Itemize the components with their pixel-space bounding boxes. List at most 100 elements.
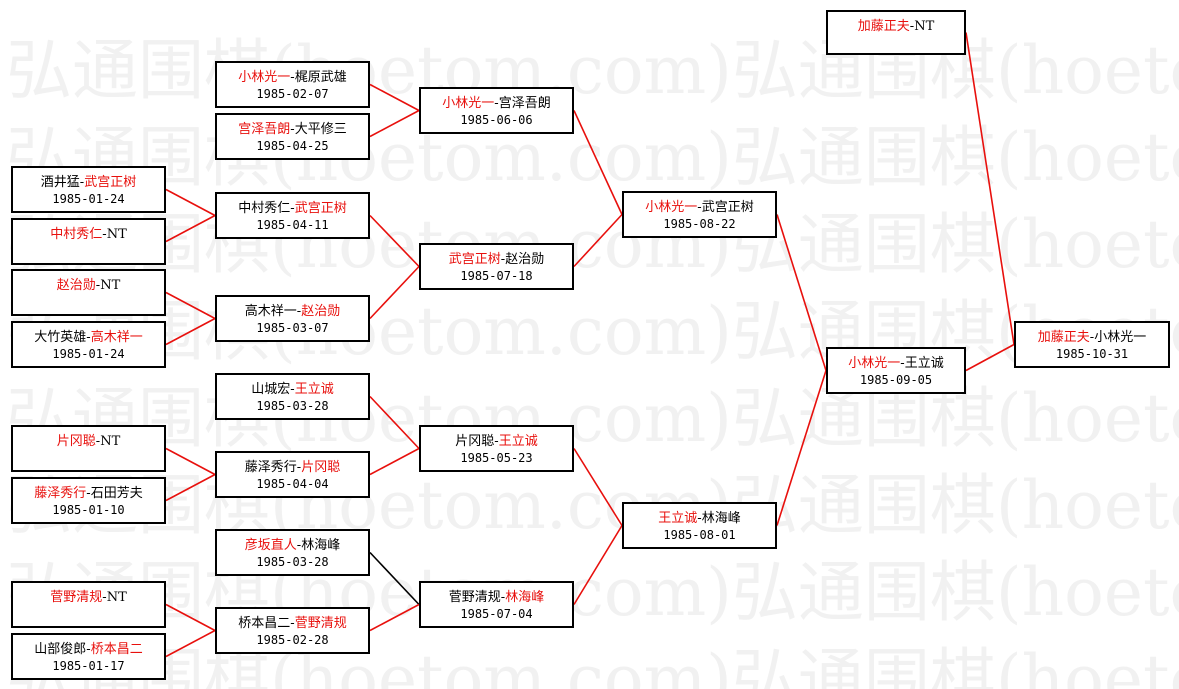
connector-line [369,395,420,450]
match-players: 加藤正夫-小林光一 [1016,329,1168,346]
player-2-name: NT [106,227,127,242]
match-box-m5[interactable]: 片冈聪-NT [11,425,166,472]
match-date: 1985-01-24 [52,192,125,206]
player-2-name: 武宫正树 [701,200,754,215]
connector-line [965,343,1015,372]
match-date: 1985-08-22 [663,217,736,231]
player-1-name: 藤泽秀行 [34,486,87,501]
match-box-m3[interactable]: 赵治勋-NT [11,269,166,316]
match-date: 1985-03-07 [256,321,329,335]
separator: - [95,434,101,449]
match-players: 中村秀仁-NT [13,226,164,243]
match-players: 酒井猛-武宫正树 [13,174,164,191]
connector-line [369,83,420,112]
player-2-name: 林海峰 [701,511,741,526]
player-2-name: 武宫正树 [84,175,137,190]
match-date: 1985-04-04 [256,477,329,491]
connector-line [776,370,827,526]
match-players: 片冈聪-王立诚 [421,433,572,450]
separator: - [494,434,499,449]
match-date: 1985-07-18 [460,269,533,283]
separator: - [697,200,702,215]
connector-line [573,448,623,526]
connector-line [776,214,827,371]
match-players: 加藤正夫-NT [828,18,964,35]
separator: - [296,460,302,475]
player-1-name: 武宫正树 [448,252,501,267]
connector-line [369,603,420,632]
separator: - [494,96,499,111]
match-date: 1985-01-17 [52,659,125,673]
player-2-name: 林海峰 [301,538,341,553]
match-date: 1985-04-25 [256,139,329,153]
player-1-name: 中村秀仁 [50,227,103,242]
connector-line [165,447,216,476]
match-players: 山城宏-王立诚 [217,381,368,398]
player-2-name: 赵治勋 [301,304,341,319]
player-1-name: 中村秀仁 [238,201,291,216]
player-2-name: NT [100,434,121,449]
separator: - [296,538,302,553]
player-2-name: 桥本昌二 [90,642,143,657]
player-1-name: 加藤正夫 [1037,330,1090,345]
player-1-name: 片冈聪 [56,434,96,449]
player-2-name: 小林光一 [1094,330,1147,345]
connector-line [165,603,216,632]
player-1-name: 大竹英雄 [34,330,87,345]
separator: - [86,642,91,657]
match-players: 片冈聪-NT [13,433,164,450]
connector-line [165,629,216,658]
connector-line [369,447,420,476]
separator: - [102,590,107,605]
separator: - [102,227,107,242]
player-1-name: 片冈聪 [455,434,495,449]
match-date: 1985-08-01 [663,528,736,542]
player-2-name: 王立诚 [498,434,538,449]
connector-line [369,109,420,138]
match-players: 赵治勋-NT [13,277,164,294]
match-players: 桥本昌二-菅野清规 [217,615,368,632]
match-date: 1985-06-06 [460,113,533,127]
match-box-m24[interactable]: 加藤正夫-NT [826,10,966,55]
separator: - [95,278,101,293]
match-date: 1985-10-31 [1055,347,1129,361]
separator: - [290,70,295,85]
match-date: 1985-07-04 [460,607,533,621]
connector-line [573,525,623,605]
player-1-name: 菅野清规 [50,590,103,605]
separator: - [909,19,915,34]
separator: - [79,175,85,190]
match-date: 1985-02-28 [256,633,329,647]
player-1-name: 小林光一 [848,356,901,371]
player-2-name: 高木祥一 [90,330,143,345]
player-2-name: NT [914,19,935,34]
match-box-m2[interactable]: 中村秀仁-NT [11,218,166,265]
player-1-name: 菅野清规 [448,590,501,605]
match-players: 彦坂直人-林海峰 [217,537,368,554]
player-1-name: 小林光一 [238,70,291,85]
match-box-m7[interactable]: 菅野清规-NT [11,581,166,628]
match-date: 1985-04-11 [256,218,329,232]
match-players: 小林光一-王立诚 [828,355,964,372]
